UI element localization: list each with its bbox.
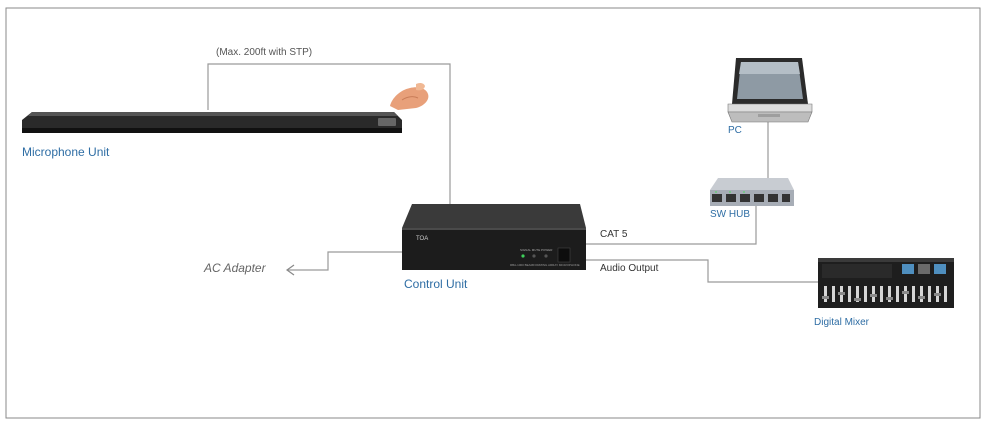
mute-led-icon [532,254,536,258]
sw-hub-device [710,178,794,206]
signal-led-icon [521,254,525,258]
control-panel-text: SIGNAL MUTE POWER [520,248,553,252]
ac-adapter-label: AC Adapter [204,261,266,275]
ac-adapter-line [288,251,402,271]
audio-output-line [586,259,818,283]
control-unit-label: Control Unit [404,277,468,291]
cable-length-note: (Max. 200ft with STP) [216,47,313,58]
microphone-unit-device [22,112,402,133]
control-brand-text: TOA [416,236,428,242]
microphone-unit-label: Microphone Unit [22,145,110,159]
connections [207,63,818,283]
power-led-icon [544,254,548,258]
control-power-button [557,247,571,263]
arrow-left-icon [285,264,295,276]
digital-mixer-device [818,258,954,308]
hand-icon [390,82,429,110]
mic-cable-line [207,63,451,204]
control-unit-device: TOA SIGNAL MUTE POWER RBA-1000 BEAMFORMI… [402,204,586,270]
control-model-text: RBA-1000 BEAMFORMING ARRAY MICROPHONE [510,263,580,267]
mic-button-icon [378,118,396,126]
sw-hub-label: SW HUB [710,209,750,220]
diagram-frame [5,7,981,419]
cat5-label: CAT 5 [600,229,628,240]
audio-output-label: Audio Output [600,263,659,274]
cat5-line [586,206,757,245]
digital-mixer-label: Digital Mixer [814,317,870,328]
laptop-pc-device [727,58,813,123]
pc-label: PC [728,125,742,136]
